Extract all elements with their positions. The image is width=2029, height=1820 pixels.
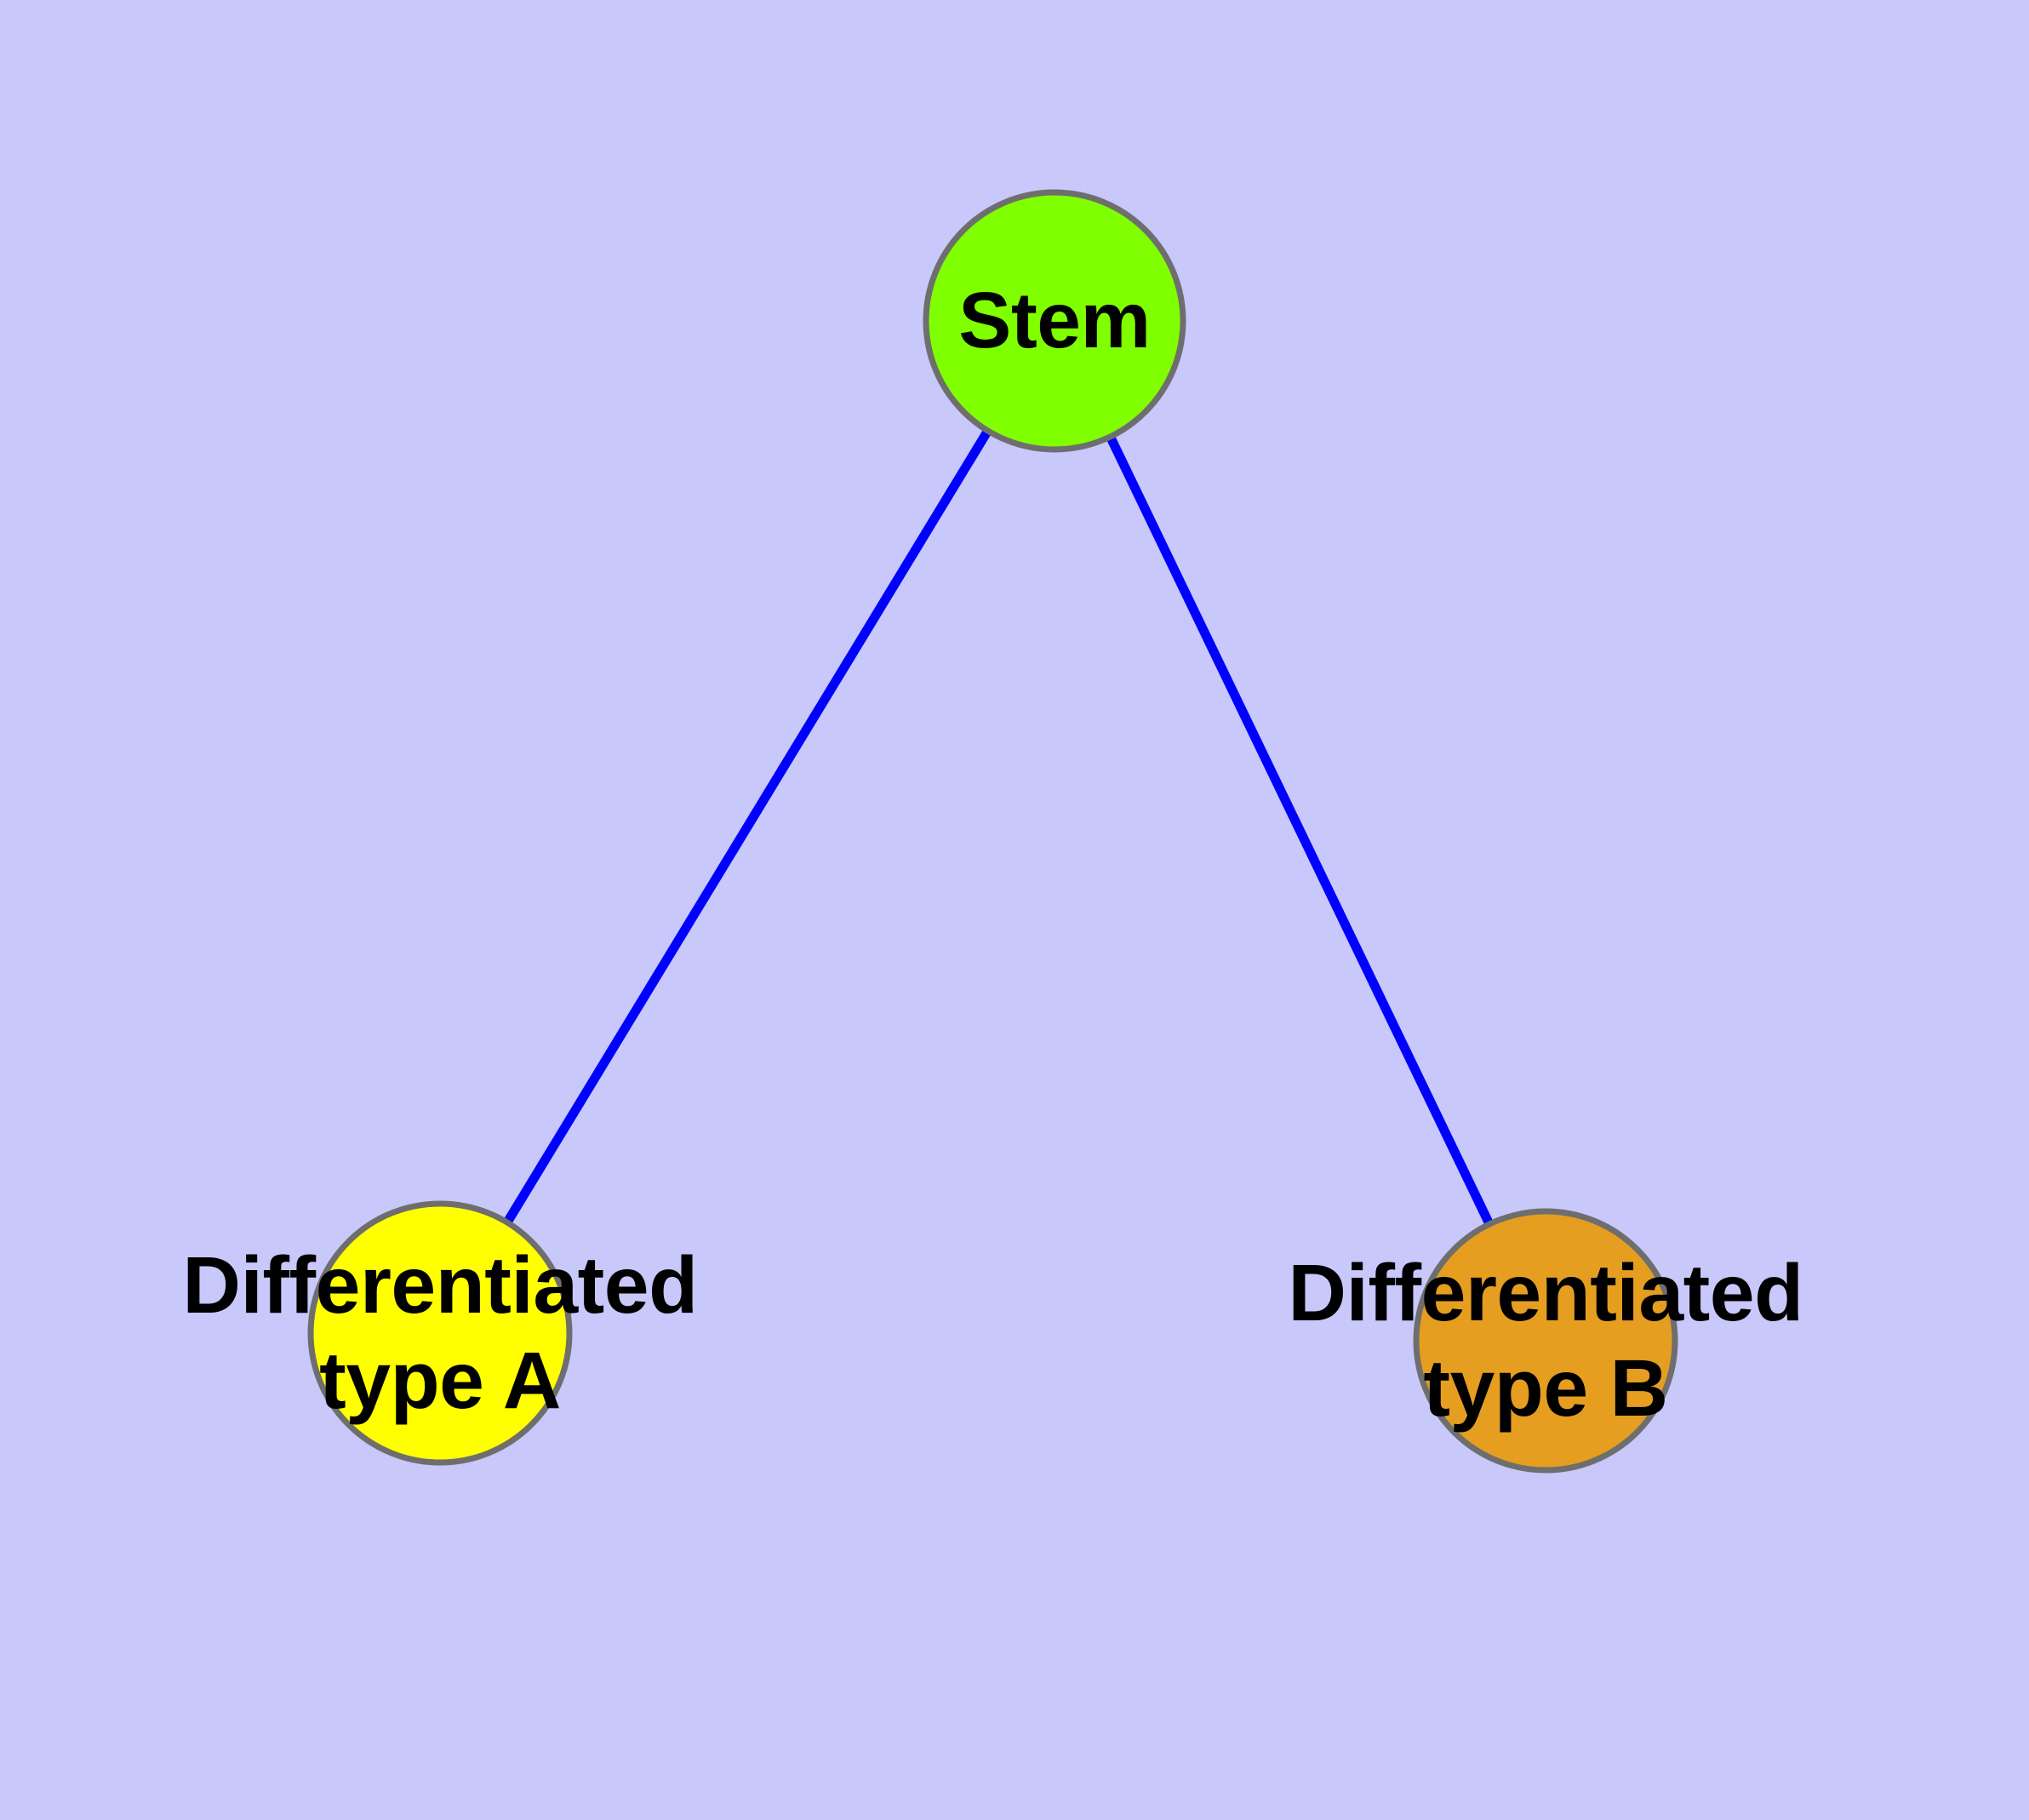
edges-group [501, 425, 1495, 1230]
node-circle-stem[interactable] [923, 189, 1186, 453]
node-circle-diff_b[interactable] [1413, 1208, 1678, 1474]
nodes-group [307, 189, 1678, 1474]
node-circle-diff_a[interactable] [307, 1200, 573, 1466]
edge-stem-to-diff_a [501, 425, 994, 1228]
edge-stem-to-diff_b [1104, 432, 1495, 1230]
